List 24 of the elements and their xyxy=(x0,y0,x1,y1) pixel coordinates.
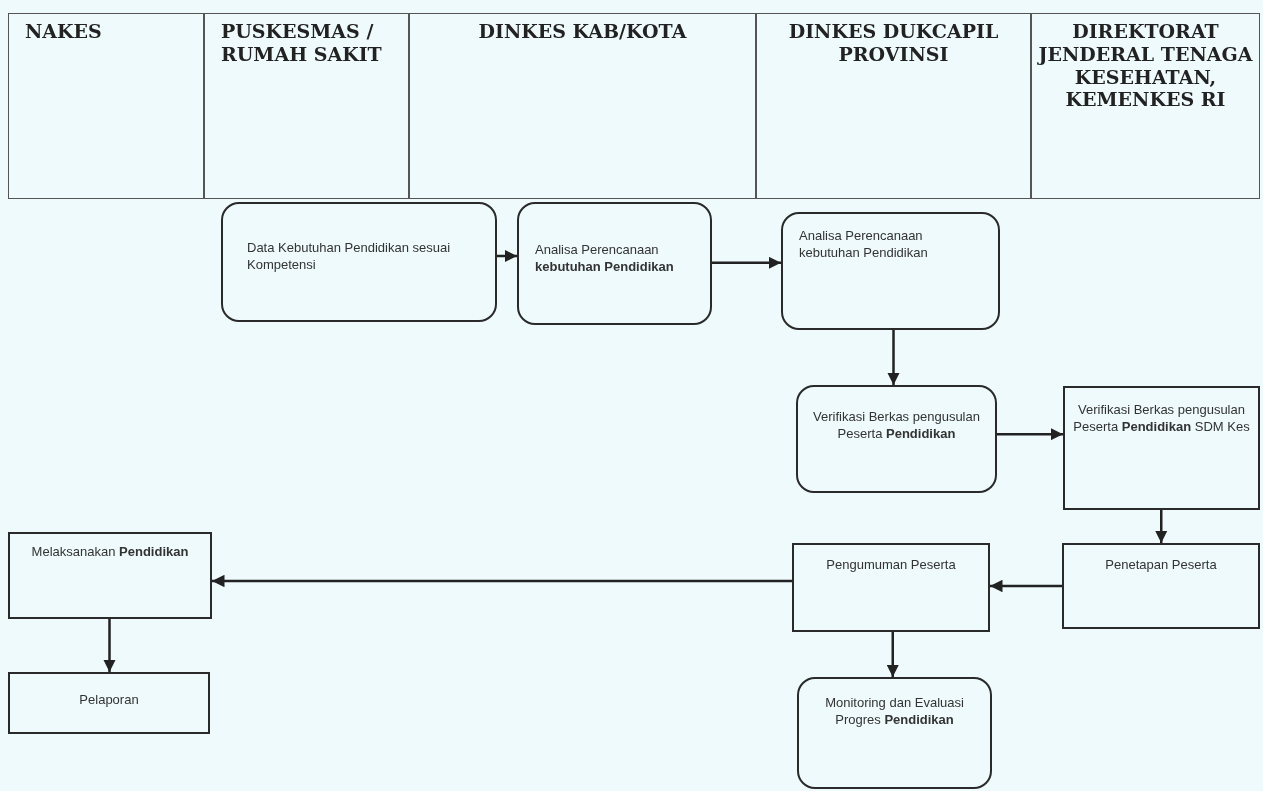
process-rounded-box: Data Kebutuhan Pendidikan sesuai Kompetensi xyxy=(221,202,497,322)
lane-header-cell: DIREKTORAT JENDERAL TENAGA KESEHATAN, KEMENKES RI xyxy=(1031,13,1260,199)
process-rounded-box: Analisa Perencanaan kebutuhan Pendidikan xyxy=(517,202,712,325)
lane-header-cell: DINKES KAB/KOTA xyxy=(409,13,756,199)
process-box: Pengumuman Peserta xyxy=(792,543,990,632)
arrow xyxy=(103,619,116,672)
arrow xyxy=(212,574,792,588)
process-rounded-box: Analisa Perencanaan kebutuhan Pendidikan xyxy=(781,212,1000,330)
lane-header-cell: NAKES xyxy=(8,13,204,199)
process-rounded-box: Verifikasi Berkas pengusulan Peserta Pendidikan xyxy=(796,385,997,493)
lane-header-cell: DINKES DUKCAPIL PROVINSI xyxy=(756,13,1031,199)
arrow xyxy=(712,256,781,270)
lane-header-cell: PUSKESMAS / RUMAH SAKIT xyxy=(204,13,409,199)
process-rounded-box: Monitoring dan Evaluasi Progres Pendidikan xyxy=(797,677,992,789)
arrow xyxy=(887,330,900,385)
process-box: Pelaporan xyxy=(8,672,210,734)
arrow xyxy=(1155,510,1168,543)
arrow xyxy=(997,427,1063,441)
process-box: Verifikasi Berkas pengusulan Peserta Pendidikan SDM Kes xyxy=(1063,386,1260,510)
arrow xyxy=(497,249,517,263)
process-box: Penetapan Peserta xyxy=(1062,543,1260,629)
process-box: Melaksanakan Pendidikan xyxy=(8,532,212,619)
arrow xyxy=(990,579,1062,593)
arrow xyxy=(886,632,899,677)
